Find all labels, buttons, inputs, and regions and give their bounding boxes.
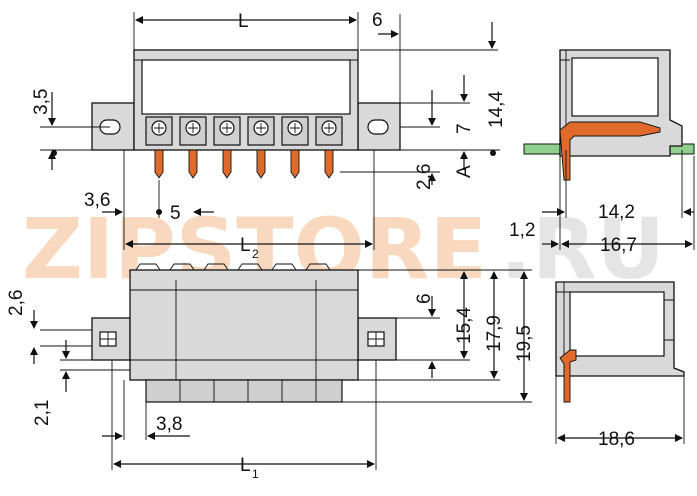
side-pin-bottom [559,349,577,403]
pin [188,149,198,179]
dim-6: 6 [372,10,383,31]
pin [154,149,164,179]
dim-3-5: 3,5 [31,89,52,115]
side-view-top: 14,2 16,7 1,2 [509,49,695,256]
dim-2-6: 2,6 [414,164,435,190]
dim-5: 5 [170,203,181,224]
dim-L2: L [240,235,251,256]
datum-A: A [454,165,475,178]
dim-18-6: 18,6 [598,429,635,450]
dim-3-6: 3,6 [84,190,110,211]
dim-L: L [238,11,249,32]
side-pin [559,121,661,181]
bottom-view: 2,6 2,1 3,8 L 1 6 15,4 17,9 19,5 [6,263,535,481]
side-view-bottom: 18,6 [555,281,685,450]
dim-15-4: 15,4 [454,307,475,344]
dim-2-6-bottom: 2,6 [6,290,27,316]
dim-3-8: 3,8 [156,414,182,435]
bottom-base [145,379,343,403]
dim-19-5: 19,5 [514,325,535,362]
housing-opening [141,59,351,115]
right-flange-hole [367,119,389,135]
dim-L2-sub: 2 [252,247,259,261]
side-cavity [571,57,659,117]
dim-16-7: 16,7 [600,235,637,256]
dim-1-2: 1,2 [509,220,535,241]
side-cavity-bottom [569,291,665,357]
dim-L1-sub: 1 [252,467,259,481]
dim-14-2: 14,2 [598,202,635,223]
dim-7: 7 [454,123,475,134]
housing-bottom [129,269,359,381]
pin-row [154,149,334,179]
dim-2-1: 2,1 [32,400,53,426]
front-view: L 6 3,5 14,4 7 2,6 A 3,6 5 [31,10,507,261]
left-flange [91,102,135,151]
dim-6-bottom: 6 [414,293,435,304]
pin [290,149,300,179]
pin [256,149,266,179]
pin [222,149,232,179]
clamp-row [145,116,343,146]
dim-17-9: 17,9 [484,315,505,352]
pin [324,149,334,179]
dim-L1: L [240,455,251,476]
dim-14-4: 14,4 [486,91,507,128]
